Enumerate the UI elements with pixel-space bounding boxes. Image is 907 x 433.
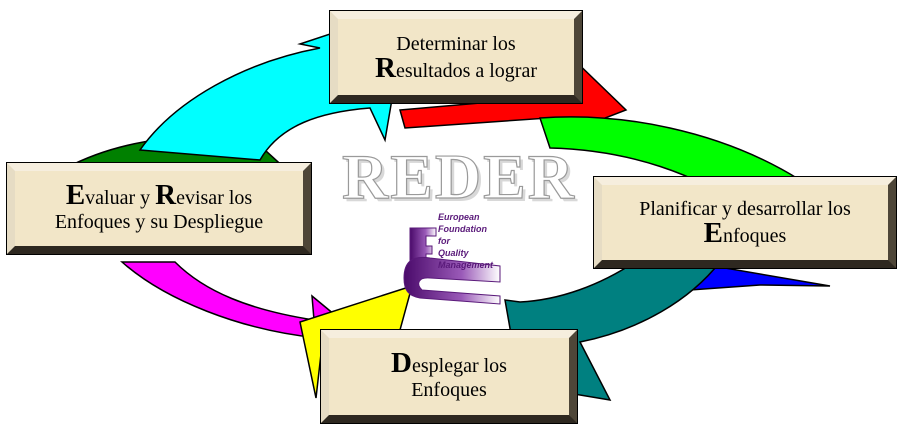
step-evaluar-box: Evaluar y Revisar los Enfoques y su Desp… bbox=[6, 162, 312, 255]
step-evaluar-line2: Enfoques y su Despliegue bbox=[54, 211, 264, 233]
initial-letter: E bbox=[703, 217, 723, 249]
efqm-logo-text: European Foundation for Quality Manageme… bbox=[438, 211, 548, 271]
efqm-line: for bbox=[438, 236, 450, 246]
initial-letter: E bbox=[65, 179, 86, 211]
step-desplegar-line1: Desplegar los bbox=[391, 349, 507, 378]
line-text: esultados a lograr bbox=[395, 59, 538, 82]
initial-letter: D bbox=[391, 347, 412, 379]
efqm-line: European bbox=[438, 212, 480, 222]
step-desplegar-line2: Enfoques bbox=[411, 379, 487, 401]
step-planificar-line1: Planificar y desarrollar los bbox=[639, 198, 851, 220]
step-determinar-line1: Determinar los bbox=[396, 32, 516, 55]
step-evaluar-line1: Evaluar y Revisar los bbox=[66, 181, 253, 210]
line-text: valuar y bbox=[85, 187, 156, 209]
line-text: evisar los bbox=[176, 187, 253, 209]
step-determinar-line2: Resultados a lograr bbox=[375, 53, 538, 83]
step-determinar-box: Determinar los Resultados a lograr bbox=[329, 10, 583, 104]
efqm-line: Foundation bbox=[438, 224, 487, 234]
line-text: nfoques bbox=[723, 225, 787, 247]
initial-letter: R bbox=[155, 179, 177, 211]
step-desplegar-box: Desplegar los Enfoques bbox=[320, 329, 578, 424]
arrow-yellow bbox=[299, 284, 414, 399]
efqm-logo-icon bbox=[403, 227, 501, 305]
initial-letter: R bbox=[374, 51, 396, 84]
reder-title: REDER bbox=[341, 141, 577, 212]
efqm-line: Management bbox=[438, 260, 494, 270]
step-planificar-box: Planificar y desarrollar los Enfoques bbox=[593, 176, 897, 269]
line-text: esplegar los bbox=[411, 355, 507, 377]
step-planificar-line2: Enfoques bbox=[704, 219, 787, 248]
efqm-line: Quality bbox=[438, 248, 469, 258]
